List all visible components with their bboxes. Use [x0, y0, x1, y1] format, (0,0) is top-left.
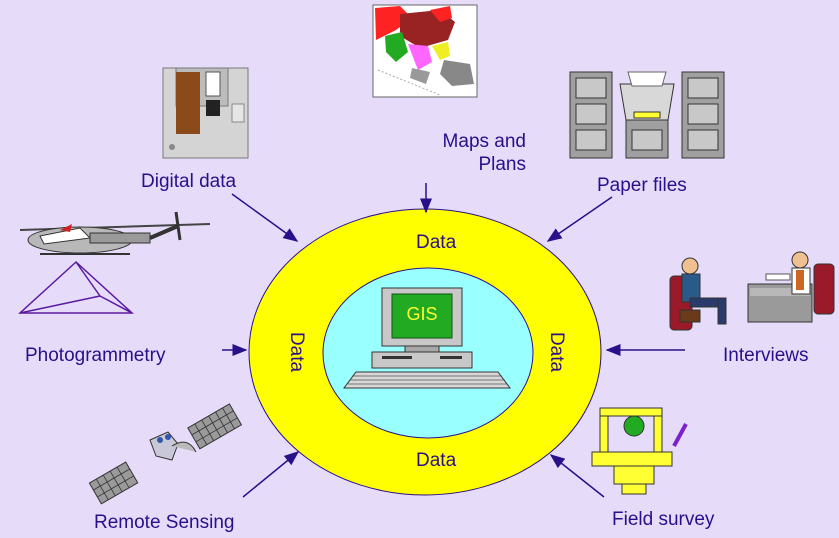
- computer-icon: [343, 287, 511, 389]
- helicopter-icon: [18, 211, 211, 314]
- floppy-disk-icon: [162, 67, 249, 159]
- maps-label-line2: Plans: [478, 154, 526, 175]
- label-paper-files: Paper files: [597, 175, 687, 196]
- arrows: [222, 183, 685, 498]
- meeting-icon: [669, 251, 835, 331]
- arrow-field: [549, 454, 605, 498]
- label-remote-sensing: Remote Sensing: [94, 512, 235, 533]
- label-maps-plans: Maps and Plans: [418, 130, 526, 176]
- ring-label-left: Data: [286, 331, 308, 373]
- arrow-remote: [242, 451, 300, 498]
- ring-label-right: Data: [546, 331, 568, 373]
- arrow-digital: [231, 193, 299, 242]
- ring-label-top: Data: [416, 232, 457, 253]
- maps-label-line1: Maps and: [442, 131, 526, 152]
- theodolite-icon: [591, 407, 688, 495]
- label-interviews: Interviews: [723, 345, 809, 366]
- arrow-paper: [546, 196, 613, 242]
- label-photogrammetry: Photogrammetry: [25, 345, 166, 366]
- gis-screen-label: GIS: [406, 304, 438, 324]
- label-digital-data: Digital data: [141, 171, 237, 192]
- satellite-icon: [88, 403, 243, 505]
- ring-label-bottom: Data: [416, 450, 457, 471]
- filing-cabinet-icon: [569, 71, 725, 159]
- asia-map-icon: [372, 4, 478, 98]
- label-field-survey: Field survey: [612, 509, 715, 530]
